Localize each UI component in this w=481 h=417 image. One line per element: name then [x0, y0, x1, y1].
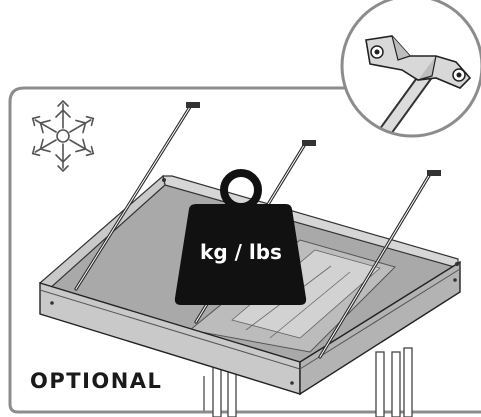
rod-clip: [427, 170, 441, 176]
rim-screw: [290, 381, 294, 385]
rod-clips: [186, 102, 441, 176]
detail-screw: [456, 72, 462, 78]
support-rod-highlight: [75, 106, 191, 290]
tray-seam: [269, 271, 351, 339]
detail-screw: [374, 49, 380, 55]
snowflake-icon: [28, 99, 98, 172]
rod-clip: [302, 140, 316, 146]
tray-right-face: [299, 260, 461, 396]
optional-label: OPTIONAL: [30, 369, 163, 393]
rim-screw: [50, 301, 54, 305]
weight-icon: [174, 169, 307, 305]
rim-screw: [453, 278, 457, 282]
rim-screw: [162, 178, 166, 182]
detail-circle-border: [340, 0, 481, 138]
rim-screw: [455, 262, 459, 266]
weight-body: [174, 204, 307, 305]
tray-front-edge: [39, 289, 301, 370]
tray-right-edge: [299, 268, 461, 370]
weight-unit-label: kg / lbs: [200, 240, 282, 264]
rod-clip: [186, 102, 200, 108]
detail-bracket-fold: [391, 35, 411, 61]
detail-bracket-fold: [417, 55, 437, 81]
bracket-detail-icon: [340, 0, 481, 138]
optional-frame: [8, 86, 481, 414]
detail-rod-inner: [367, 67, 435, 136]
support-rod-highlight: [319, 173, 431, 358]
